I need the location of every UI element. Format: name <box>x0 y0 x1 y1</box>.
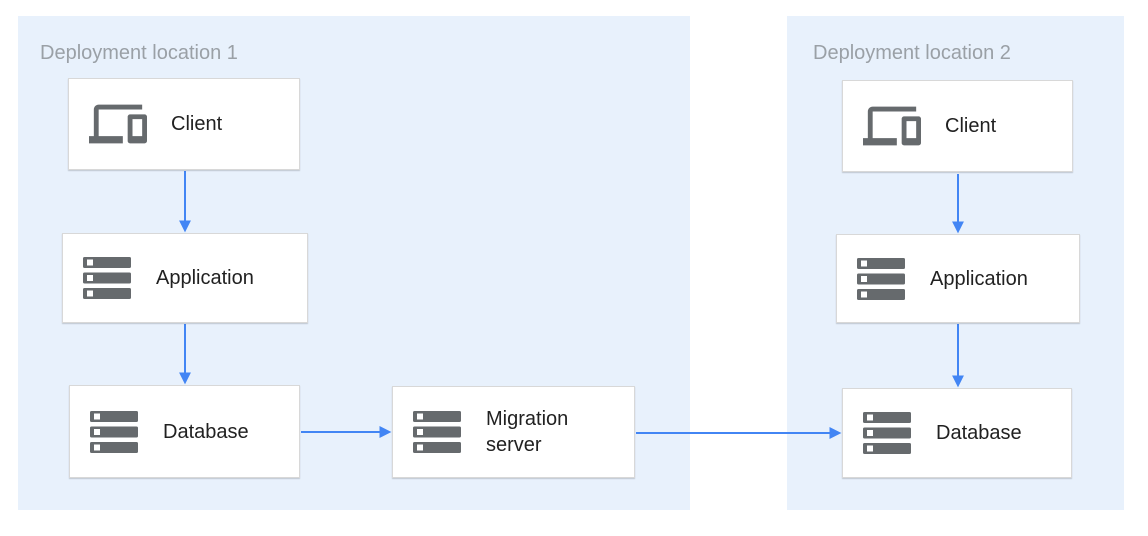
node-client-1: Client <box>68 78 300 170</box>
node-label: Application <box>930 267 1028 290</box>
node-label: Application <box>156 267 254 289</box>
node-label: Database <box>936 422 1022 444</box>
node-label: Migration server <box>486 408 569 456</box>
node-label: Database <box>163 420 249 443</box>
storage-icon <box>90 410 138 453</box>
node-label: Client <box>171 113 223 135</box>
node-client-2: Client <box>842 80 1073 172</box>
node-database-1: Database <box>69 385 300 478</box>
devices-icon <box>863 97 921 155</box>
storage-icon <box>413 411 461 453</box>
node-label: Client <box>945 115 997 137</box>
deployment-location-1-title: Deployment location 1 <box>40 42 238 64</box>
storage-icon <box>857 257 905 300</box>
node-application-1: Application <box>62 233 308 323</box>
storage-icon <box>83 257 131 299</box>
node-migration-server: Migration server <box>392 386 635 478</box>
node-database-2: Database <box>842 388 1072 478</box>
deployment-location-2-title: Deployment location 2 <box>813 42 1011 64</box>
storage-icon <box>863 412 911 454</box>
devices-icon <box>89 95 147 153</box>
node-application-2: Application <box>836 234 1080 323</box>
